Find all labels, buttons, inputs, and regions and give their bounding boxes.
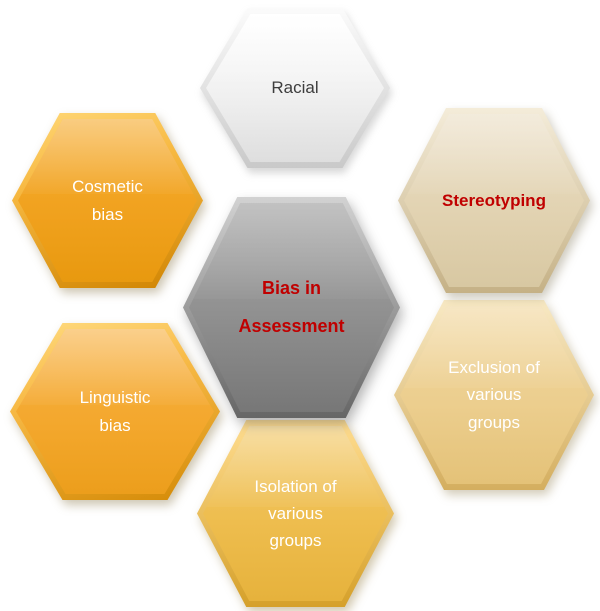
hexagon-stereotyping-label: Stereotyping: [442, 190, 546, 210]
hexagon-isolation-groups-face: Isolation of various groups: [203, 426, 388, 601]
hexagon-bias-in-assessment-face: Bias in Assessment: [189, 203, 394, 412]
hexagon-isolation-groups-label: Isolation of various groups: [254, 476, 337, 551]
hexagon-bias-in-assessment-shape: Bias in Assessment: [183, 197, 400, 418]
hexagon-cosmetic-bias-label: Cosmetic bias: [72, 177, 143, 224]
hexagon-linguistic-bias-shape: Linguistic bias: [10, 323, 220, 500]
hexagon-bias-in-assessment-label: Bias in Assessment: [238, 277, 345, 336]
hexagon-exclusion-groups-label: Exclusion of various groups: [448, 358, 540, 432]
hexagon-stereotyping: Stereotyping: [398, 108, 590, 293]
hexagon-racial: Racial: [200, 8, 390, 168]
hexagon-racial-shape: Racial: [200, 8, 390, 168]
hexagon-stereotyping-face: Stereotyping: [404, 114, 584, 287]
hexagon-isolation-groups: Isolation of various groups: [197, 420, 394, 607]
hexagon-cosmetic-bias: Cosmetic bias: [12, 113, 203, 288]
hexagon-bias-in-assessment: Bias in Assessment: [183, 197, 400, 418]
hexagon-linguistic-bias: Linguistic bias: [10, 323, 220, 500]
hexagon-cosmetic-bias-shape: Cosmetic bias: [12, 113, 203, 288]
hexagon-cosmetic-bias-face: Cosmetic bias: [18, 119, 197, 282]
hexagon-racial-label: Racial: [271, 78, 319, 98]
hexagon-racial-face: Racial: [206, 14, 384, 162]
hexagon-exclusion-groups-face: Exclusion of various groups: [400, 306, 588, 484]
hexagon-stereotyping-shape: Stereotyping: [398, 108, 590, 293]
hexagon-exclusion-groups-shape: Exclusion of various groups: [394, 300, 594, 490]
hexagon-linguistic-bias-label: Linguistic bias: [79, 388, 151, 435]
hexagon-exclusion-groups: Exclusion of various groups: [394, 300, 594, 490]
hexagon-isolation-groups-shape: Isolation of various groups: [197, 420, 394, 607]
